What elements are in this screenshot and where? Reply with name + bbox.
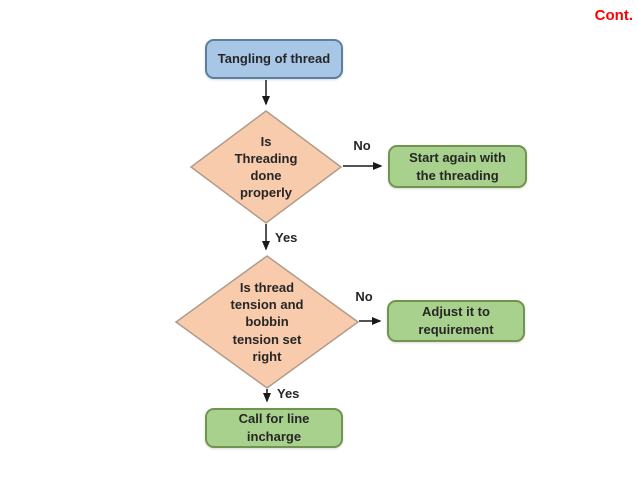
edge-label-decision2-no: No bbox=[355, 289, 373, 304]
edge-label-decision2-yes: Yes bbox=[277, 386, 300, 401]
action-start-again-node: Start again with the threading bbox=[388, 145, 527, 188]
continuation-label: Cont. bbox=[594, 7, 633, 24]
decision-tension-diamond bbox=[174, 255, 360, 389]
edge-label-decision1-no: No bbox=[353, 138, 371, 153]
decision-threading-diamond bbox=[189, 110, 343, 224]
start-node-tangling: Tangling of thread bbox=[205, 39, 343, 79]
edge-label-decision1-yes: Yes bbox=[275, 230, 298, 245]
action-adjust-node: Adjust it to requirement bbox=[387, 300, 525, 342]
decision-tension-label: Is thread tension and bobbin tension set… bbox=[230, 280, 304, 364]
decision-threading-label: Is Threading done properly bbox=[234, 133, 298, 201]
end-node-call-incharge: Call for line incharge bbox=[205, 408, 343, 448]
